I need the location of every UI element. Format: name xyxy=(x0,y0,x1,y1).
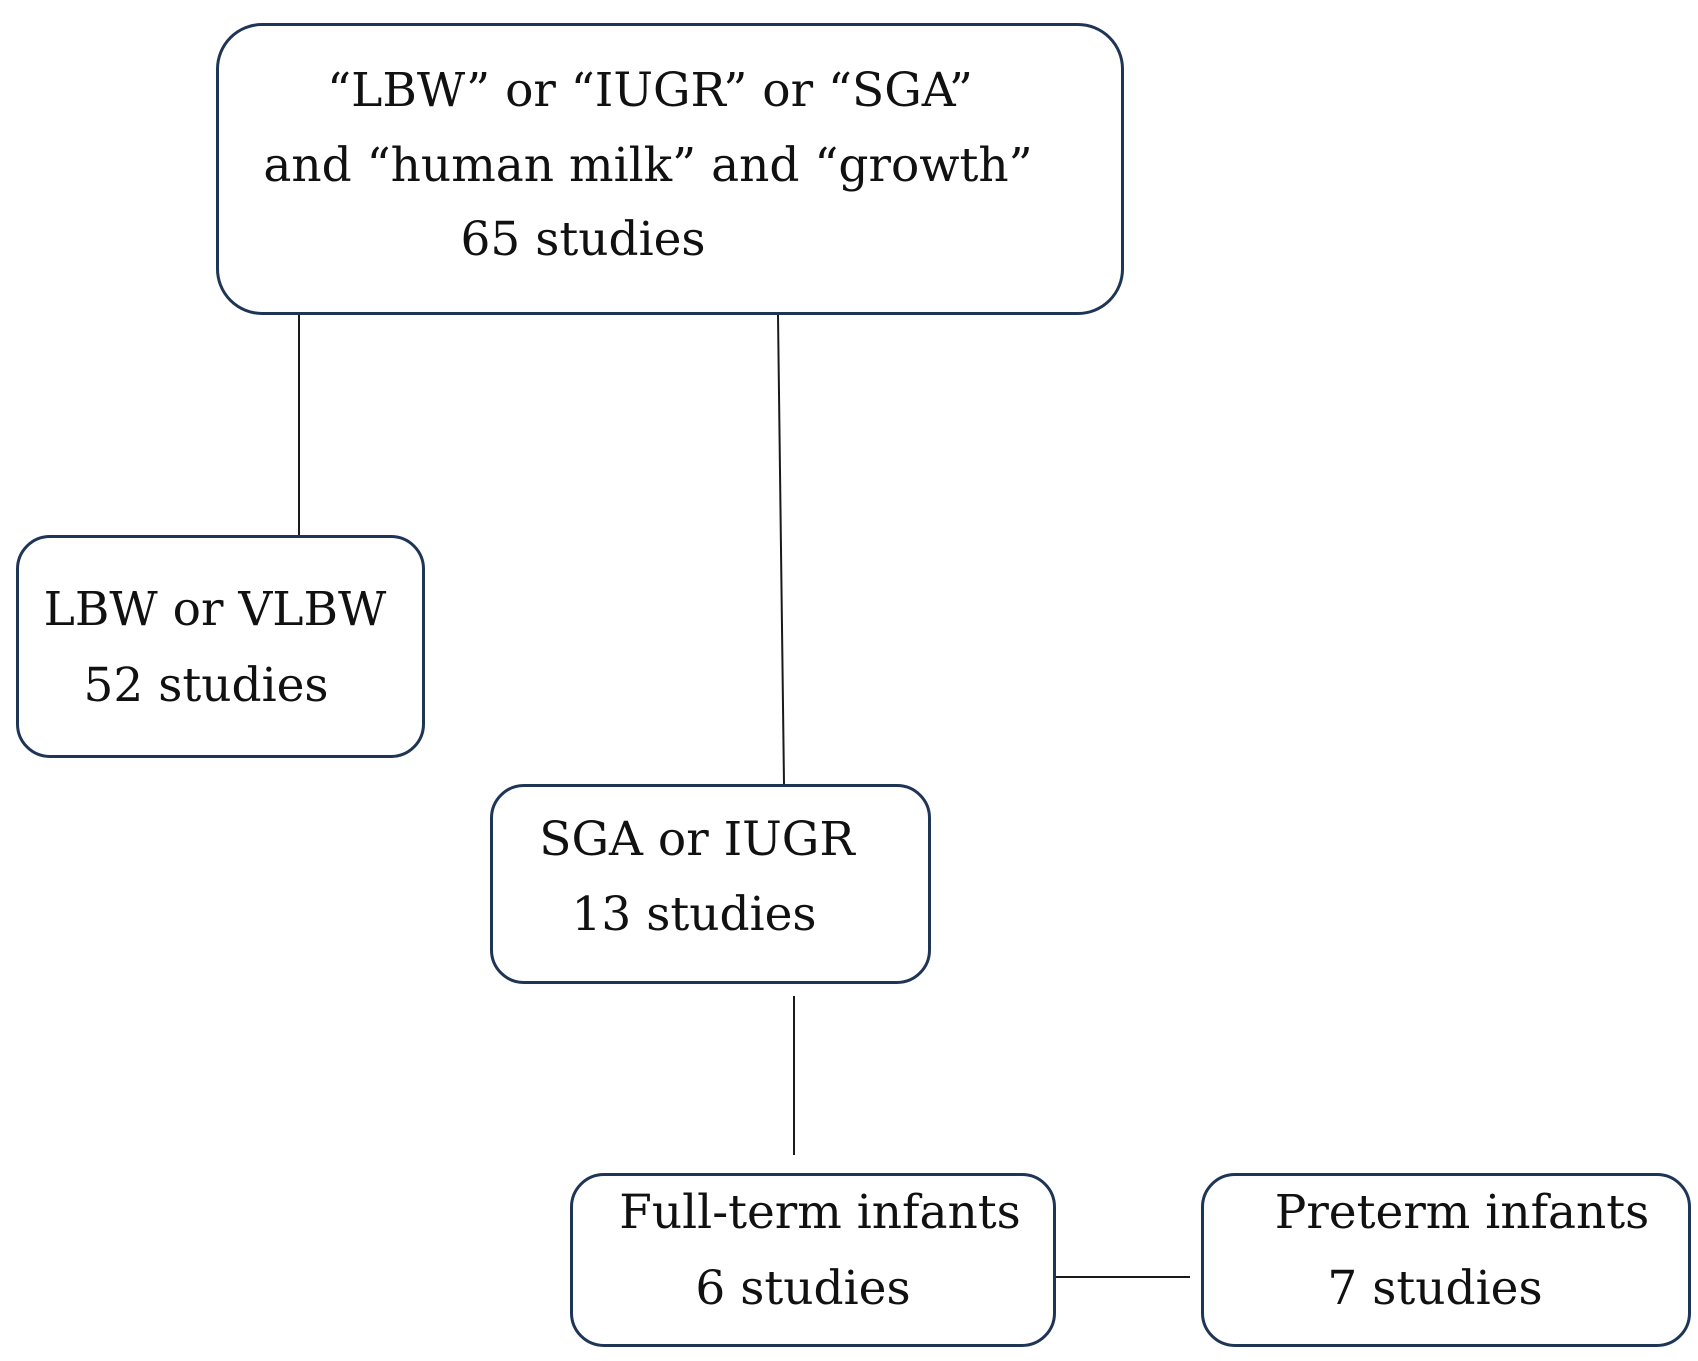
search-terms-line-1: “LBW” or “IUGR” or “SGA” xyxy=(327,63,973,118)
lbw-vlbw-label: LBW or VLBW xyxy=(43,582,387,637)
preterm-infants-box: Preterm infants 7 studies xyxy=(1201,1173,1691,1347)
preterm-infants-count: 7 studies xyxy=(1327,1261,1543,1316)
lbw-vlbw-box: LBW or VLBW 52 studies xyxy=(16,535,425,758)
lbw-vlbw-count: 52 studies xyxy=(83,658,329,713)
search-terms-box: “LBW” or “IUGR” or “SGA” and “human milk… xyxy=(216,23,1124,315)
full-term-infants-label: Full-term infants xyxy=(619,1185,1021,1240)
full-term-infants-count: 6 studies xyxy=(695,1261,911,1316)
connector-search-to-sga xyxy=(777,314,785,785)
sga-iugr-label: SGA or IUGR xyxy=(539,812,855,867)
full-term-infants-box: Full-term infants 6 studies xyxy=(570,1173,1056,1347)
search-terms-line-2: and “human milk” and “growth” xyxy=(263,138,1033,193)
preterm-infants-label: Preterm infants xyxy=(1274,1185,1650,1240)
sga-iugr-count: 13 studies xyxy=(571,887,817,942)
sga-iugr-box: SGA or IUGR 13 studies xyxy=(490,784,931,984)
search-total-count: 65 studies xyxy=(460,212,706,267)
